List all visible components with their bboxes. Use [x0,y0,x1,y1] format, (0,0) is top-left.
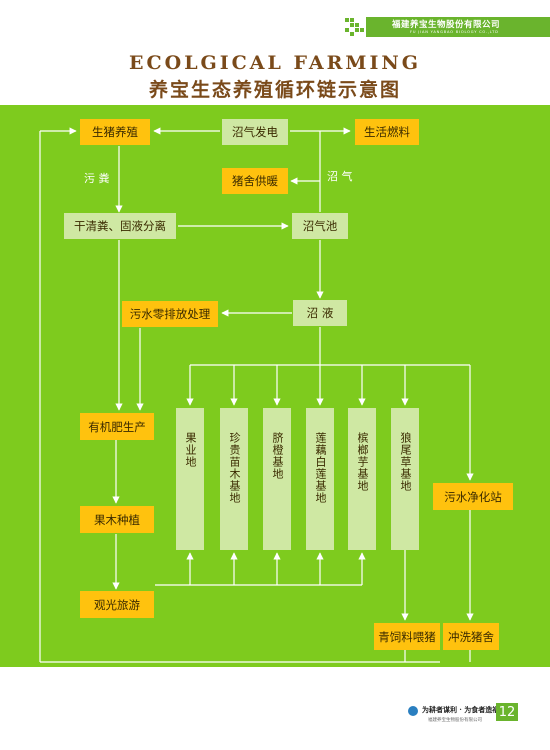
node-domestic-fuel: 生活燃料 [355,119,419,145]
base-orchard: 果业地 [176,408,204,550]
diagram-panel [0,105,550,667]
title-english: ECOLGICAL FARMING [129,52,421,74]
base-taro: 槟榔芋基地 [348,408,376,550]
node-sewage-station: 污水净化站 [433,483,513,510]
node-tourism: 观光旅游 [80,591,154,618]
node-green-feed: 青饲料喂猪 [374,623,440,650]
footer-company: 福建养宝生物股份有限公司 [428,718,482,723]
node-biogas-tank: 沼气池 [292,213,348,239]
node-pig-farming: 生猪养殖 [80,119,150,145]
node-biogas-slurry: 沼 液 [293,300,347,326]
node-pigsty-heating: 猪舍供暖 [222,168,288,194]
base-lotus: 莲藕白莲基地 [306,408,334,550]
page-number: 12 [496,703,518,721]
node-dry-separation: 干清粪、固液分离 [64,213,176,239]
edge-label-manure: 污 粪 [84,172,110,185]
footer-logo-icon [408,706,418,716]
base-seedlings-label: 珍贵苗木基地 [228,432,241,504]
base-lotus-label: 莲藕白莲基地 [314,432,327,504]
base-navel-orange-label: 脐橙基地 [271,432,284,480]
node-fruit-planting: 果木种植 [80,506,154,533]
base-taro-label: 槟榔芋基地 [356,432,369,492]
header-bar [366,17,550,37]
base-pennisetum: 狼尾草基地 [391,408,419,550]
base-navel-orange: 脐橙基地 [263,408,291,550]
title-chinese: 养宝生态养殖循环链示意图 [148,79,401,101]
node-zero-discharge: 污水零排放处理 [122,301,218,327]
base-pennisetum-label: 狼尾草基地 [399,432,412,492]
node-organic-fertilizer: 有机肥生产 [80,413,154,440]
base-orchard-label: 果业地 [184,432,197,468]
node-wash-pigsty: 冲洗猪舍 [443,623,499,650]
footer-slogan: 为耕者谋利 · 为食者造福 [422,705,500,714]
company-name-en: FU JIAN YANGBAO BIOLOGY CO.,LTD [410,30,499,34]
company-name: 福建养宝生物股份有限公司 [392,20,501,30]
node-biogas-power: 沼气发电 [222,119,288,145]
company-logo [345,18,364,36]
edge-label-biogas: 沼 气 [327,170,353,183]
base-seedlings: 珍贵苗木基地 [220,408,248,550]
